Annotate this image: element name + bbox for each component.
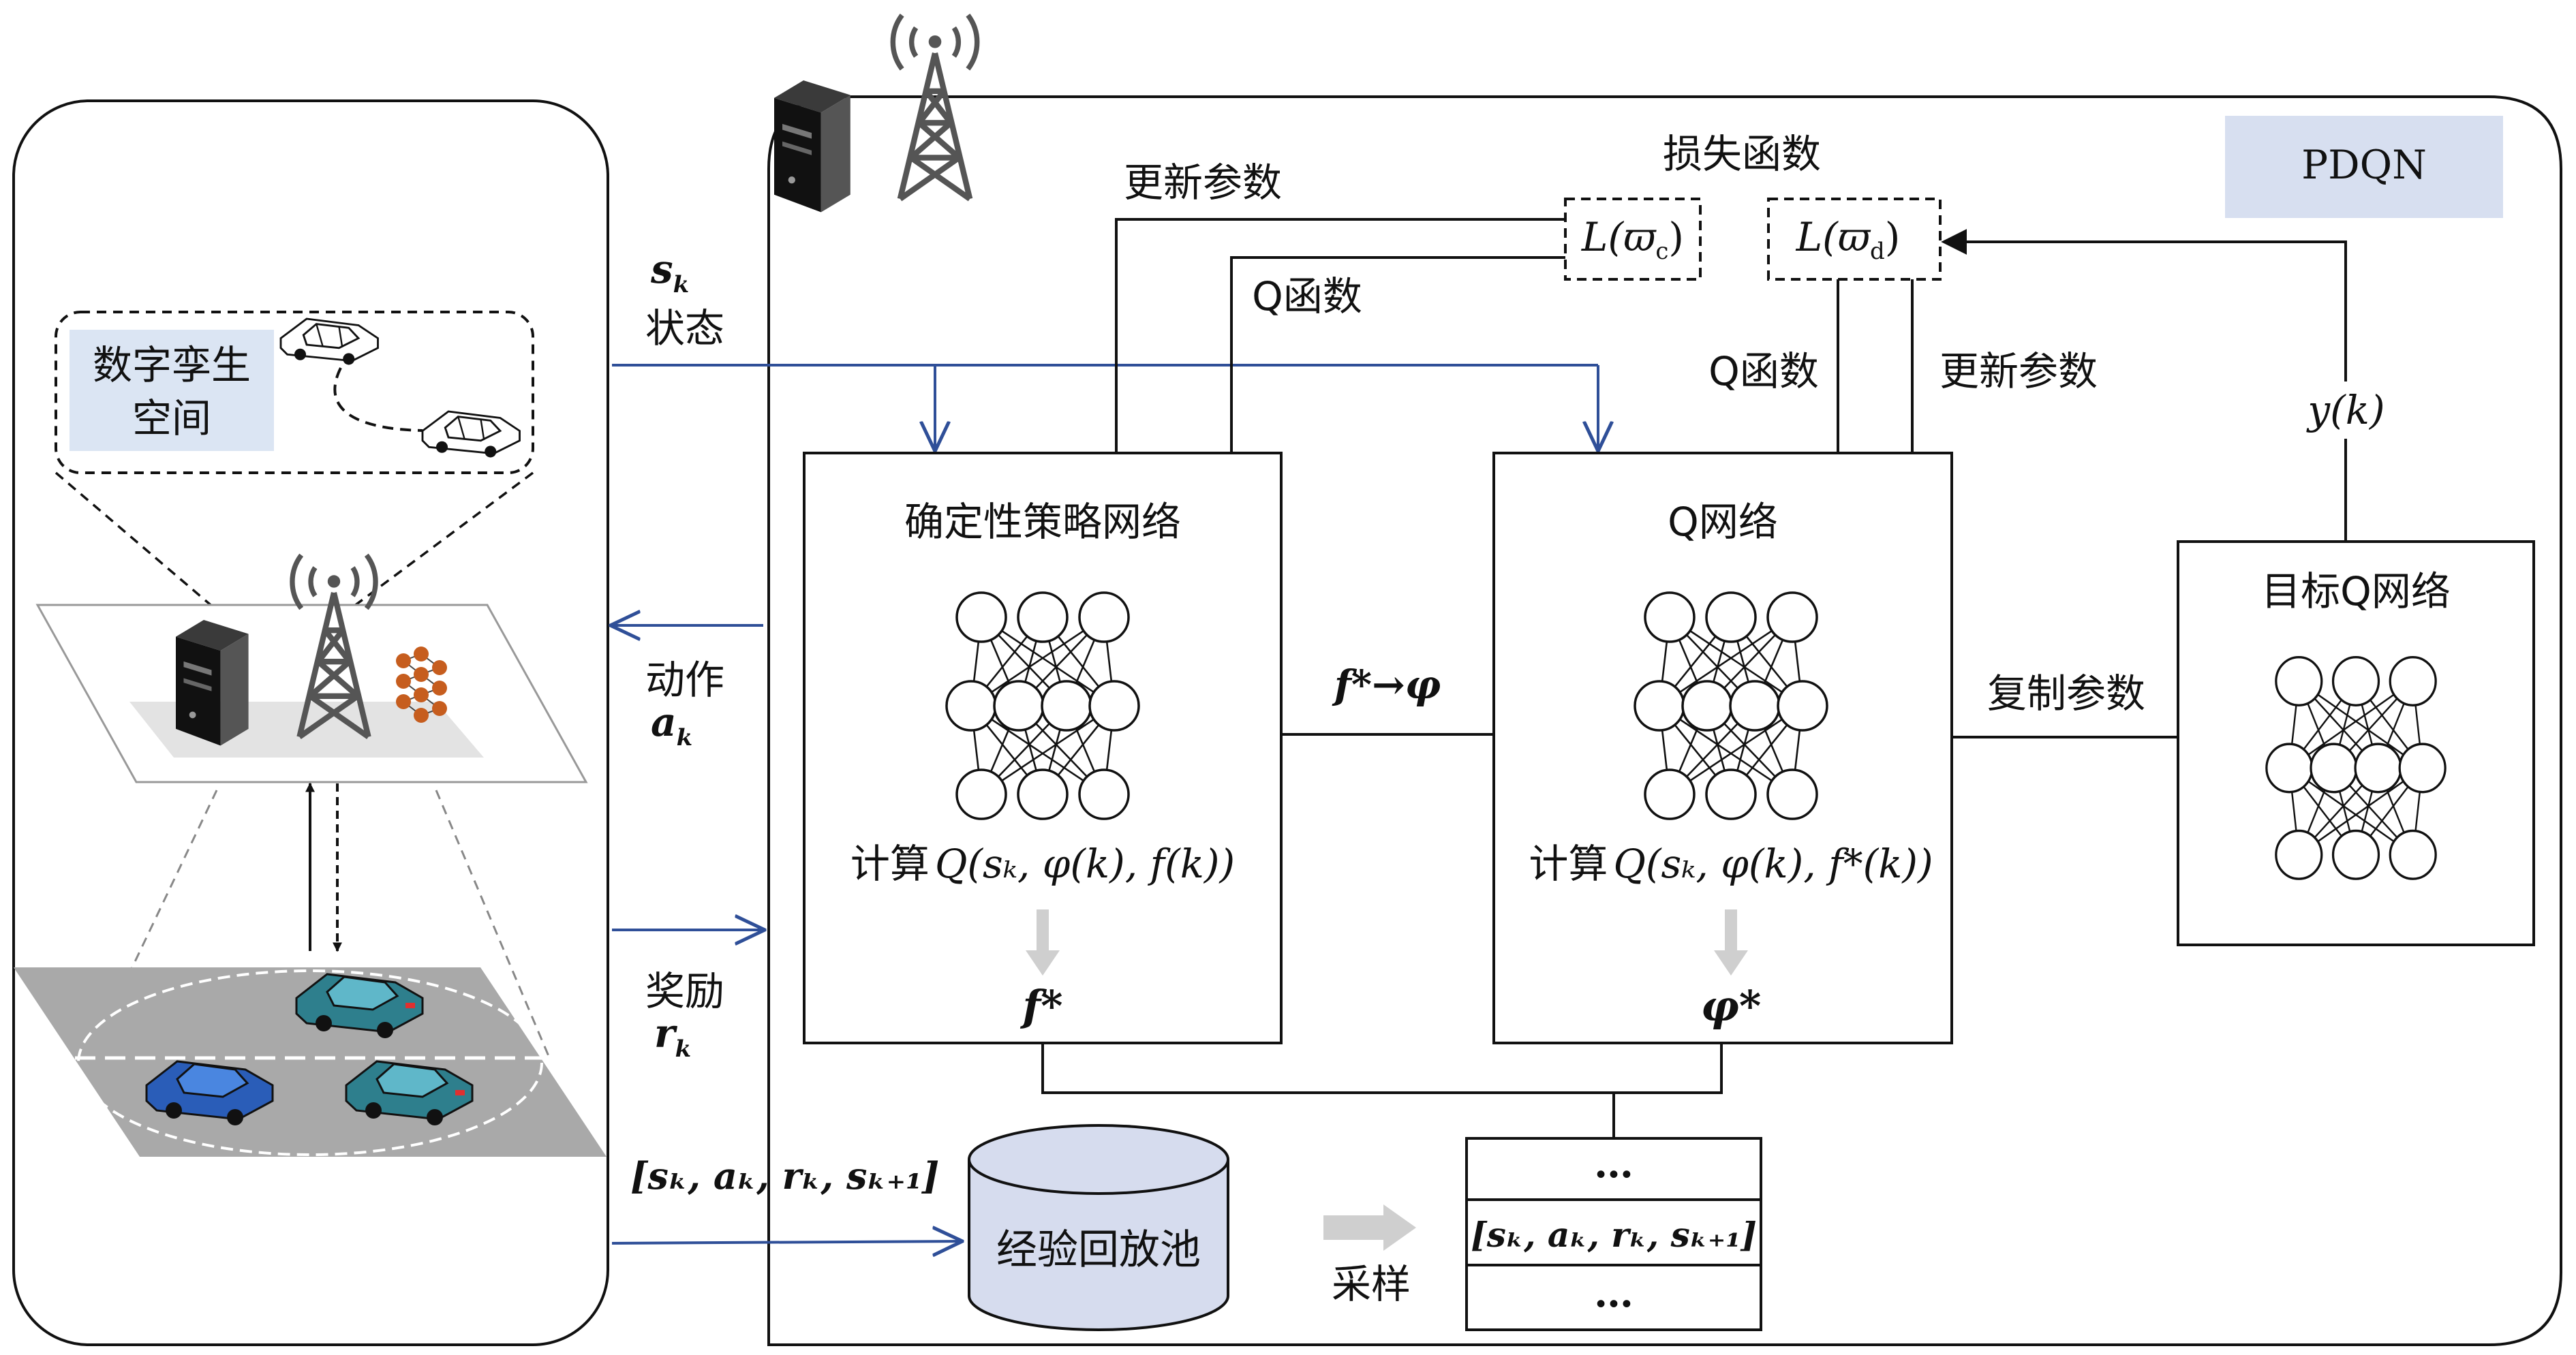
transition-label: [sₖ, aₖ, rₖ, sₖ₊₁] <box>630 1154 939 1198</box>
target-q-network-title: 目标Q网络 <box>2261 568 2451 614</box>
q-network-title: Q网络 <box>1668 499 1778 545</box>
actor-update-line <box>1115 218 1565 453</box>
actor-output-arrowhead <box>1026 950 1060 976</box>
action-label: 动作 <box>645 657 724 703</box>
f-to-phi-label: f*→φ <box>1332 661 1441 708</box>
q-network-neural-net-icon <box>1634 591 1828 820</box>
actor-network-title: 确定性策略网络 <box>904 499 1181 545</box>
vehicle-icon-1 <box>295 973 424 1038</box>
twin-path <box>333 367 423 432</box>
digital-twin-label-line2: 空间 <box>132 395 211 441</box>
loss-c-label: L(ϖc) <box>1581 214 1684 265</box>
transition-arrow <box>611 1241 961 1243</box>
twin-car-icon-1 <box>279 317 379 366</box>
actor-qfunc-line <box>1230 256 1565 453</box>
edge-neural-net-icon <box>396 647 447 723</box>
actor-qfunc-label: Q函数 <box>1252 273 1362 320</box>
state-label: 状态 <box>645 305 724 352</box>
action-symbol: ak <box>651 699 692 751</box>
edge-server-icon <box>176 620 249 746</box>
digital-twin-callout <box>55 311 534 474</box>
loss-function-title: 损失函数 <box>1663 131 1821 177</box>
buffer-dots-bottom: … <box>1594 1270 1634 1316</box>
qnet-output-label: φ* <box>1701 981 1762 1031</box>
qnet-output-arrowhead <box>1714 950 1748 976</box>
qnet-qfunc-label: Q函数 <box>1708 348 1819 394</box>
target-y-label-bg <box>2307 381 2385 439</box>
copy-params-label: 复制参数 <box>1987 670 2145 717</box>
buffer-dots-top: … <box>1594 1140 1634 1187</box>
replay-pool-label: 经验回放池 <box>996 1226 1201 1274</box>
state-symbol: sk <box>650 246 689 298</box>
outputs-merge-line <box>1041 1043 1723 1094</box>
pdqn-label: PDQN <box>2301 142 2427 188</box>
loss-c-box <box>1564 198 1702 281</box>
reward-label: 奖励 <box>645 968 724 1014</box>
cloud-tower-icon <box>893 15 977 199</box>
actor-network-neural-net-icon <box>945 591 1140 820</box>
vehicle-icon-2 <box>145 1060 274 1125</box>
actor-output-label: f* <box>1019 981 1062 1031</box>
left-panel <box>12 99 609 1346</box>
digital-twin-label-line1: 数字孪生 <box>93 342 251 388</box>
target-q-network-neural-net-icon <box>2265 656 2447 880</box>
reward-symbol: rk <box>654 1010 691 1063</box>
replay-buffer-table <box>1465 1137 1762 1331</box>
digital-twin-label-bg <box>70 330 274 451</box>
coverage-area <box>77 969 543 1156</box>
sampling-arrow <box>1323 1204 1416 1251</box>
callout-connector-left <box>55 471 216 610</box>
sampling-label: 采样 <box>1332 1261 1411 1307</box>
target-y-label: y(k) <box>2305 387 2385 433</box>
buffer-row-transition: [sₖ, aₖ, rₖ, sₖ₊₁] <box>1471 1215 1757 1255</box>
pdqn-label-bg <box>2225 116 2503 218</box>
loss-d-box <box>1767 198 1942 281</box>
replay-pool-cylinder <box>968 1124 1229 1331</box>
qnet-update-label: 更新参数 <box>1939 348 2098 394</box>
loss-d-label: L(ϖd) <box>1796 214 1901 265</box>
actor-update-label: 更新参数 <box>1124 159 1282 206</box>
callout-connector-right <box>350 471 534 610</box>
cloud-server-icon <box>774 80 850 213</box>
target-y-line <box>1941 229 2347 542</box>
twin-car-icon-2 <box>421 410 521 458</box>
vehicle-icon-3 <box>345 1060 474 1125</box>
